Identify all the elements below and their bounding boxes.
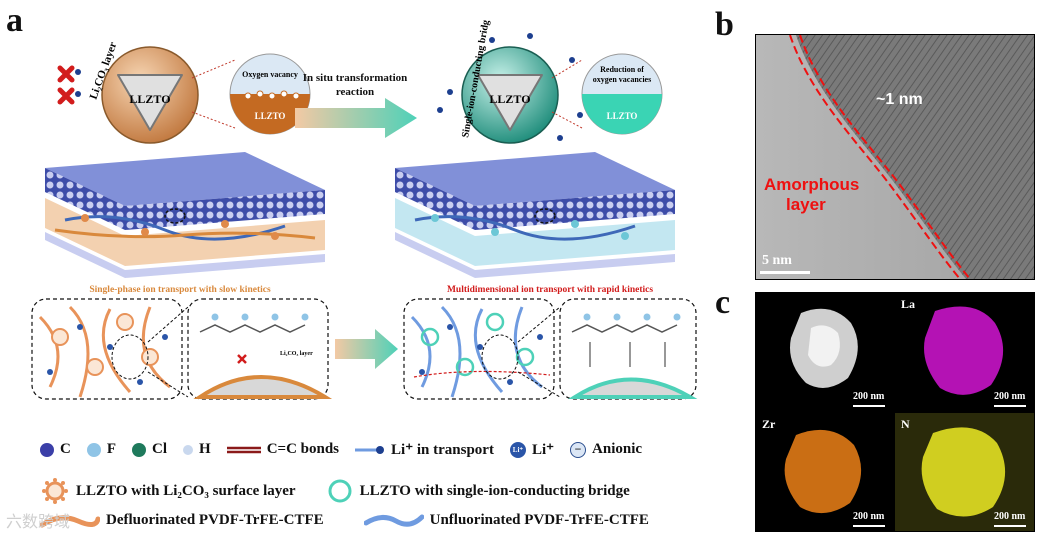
amorphous-label-line1: Amorphous bbox=[764, 175, 860, 194]
legend-fluorine: F bbox=[86, 441, 116, 458]
haadf-map: 200 nm bbox=[755, 292, 894, 412]
transport-schemes: Li₂CO₃ layer bbox=[31, 298, 698, 400]
left-particle-label: LLZTO bbox=[129, 92, 170, 106]
reduction-label-line2: oxygen vacancies bbox=[593, 75, 651, 84]
zr-scalebar-label: 200 nm bbox=[853, 511, 885, 522]
legend-row-1: C F Cl H C=C bonds Li⁺ in transport Li⁺ … bbox=[40, 440, 658, 459]
legend-row-2: LLZTO with Li₂CO₃ surface layer LLZTO wi… bbox=[40, 478, 646, 504]
legend-llzto-li2co3: LLZTO with Li₂CO₃ surface layer bbox=[40, 478, 296, 504]
legend-double-bond: C=C bonds bbox=[226, 441, 339, 458]
double-bond-icon bbox=[226, 446, 261, 453]
panel-b-letter: b bbox=[715, 6, 734, 43]
legend-chlorine: Cl bbox=[132, 441, 167, 458]
watermark: 六数跨域 bbox=[6, 512, 71, 531]
amorphous-label-line2: layer bbox=[786, 195, 826, 214]
left-transport-title: Single-phase ion transport with slow kin… bbox=[89, 285, 271, 295]
legend-anion: − Anionic bbox=[570, 441, 642, 458]
la-label: La bbox=[901, 297, 916, 311]
n-label: N bbox=[901, 417, 910, 431]
n-map: N 200 nm bbox=[894, 412, 1035, 532]
carbon-ball-icon bbox=[40, 442, 54, 457]
tem-image: ~1 nm Amorphous layer 5 nm bbox=[755, 34, 1035, 280]
inset-li2co3-label: Li₂CO₃ layer bbox=[280, 351, 313, 357]
legend-defluorinated: Defluorinated PVDF-TrFE-CTFE bbox=[40, 512, 324, 529]
haadf-scalebar bbox=[853, 405, 885, 407]
defluorinated-chain-icon bbox=[40, 514, 100, 527]
anion-icon: − bbox=[570, 441, 587, 458]
la-scalebar bbox=[994, 405, 1026, 407]
oxygen-vacancy-label: Oxygen vacancy bbox=[242, 70, 298, 79]
blocked-cross-icon bbox=[57, 65, 75, 105]
zr-scalebar bbox=[853, 525, 885, 527]
la-scalebar-label: 200 nm bbox=[994, 391, 1026, 402]
n-scalebar-label: 200 nm bbox=[994, 511, 1026, 522]
legend-carbon: C bbox=[40, 441, 71, 458]
arrow-text-line1: In situ transformation bbox=[302, 72, 408, 84]
llzto-li2co3-icon bbox=[42, 478, 68, 504]
legend-hydrogen: H bbox=[183, 441, 211, 458]
li-ion-icon: Li⁺ bbox=[509, 441, 526, 458]
tem-scalebar-label: 5 nm bbox=[762, 253, 792, 268]
legend-unfluorinated: Unfluorinated PVDF-TrFE-CTFE bbox=[363, 512, 649, 529]
arrow-text-line2: reaction bbox=[335, 86, 375, 98]
tem-scalebar bbox=[760, 271, 810, 274]
zr-label: Zr bbox=[762, 417, 776, 431]
legend-row-3: Defluorinated PVDF-TrFE-CTFE Unfluorinat… bbox=[40, 512, 665, 529]
right-particle-scheme: LLZTO Single-ion-conducting bridge Reduc… bbox=[437, 20, 663, 144]
hydrogen-ball-icon bbox=[183, 444, 194, 455]
right-inset-llzto-label: LLZTO bbox=[607, 111, 638, 121]
unfluorinated-chain-icon bbox=[363, 514, 424, 527]
thickness-label: ~1 nm bbox=[876, 91, 923, 108]
left-inset-llzto-label: LLZTO bbox=[255, 111, 286, 121]
left-particle-scheme: LLZTO Li₂CO₃ layer Oxygen vacancy LLZTO bbox=[57, 40, 311, 144]
panel-a-letter: a bbox=[6, 2, 23, 39]
fluorine-ball-icon bbox=[86, 442, 101, 457]
zr-map: Zr 200 nm bbox=[755, 412, 894, 532]
haadf-scalebar-label: 200 nm bbox=[853, 391, 885, 402]
li-transport-icon bbox=[355, 445, 385, 454]
reduction-label-line1: Reduction of bbox=[600, 65, 644, 74]
right-particle-label: LLZTO bbox=[489, 92, 530, 106]
legend-llzto-bridge: LLZTO with single-ion-conducting bridge bbox=[326, 478, 630, 504]
n-scalebar bbox=[994, 525, 1026, 527]
la-map: La 200 nm bbox=[894, 292, 1035, 412]
panel-c-letter: c bbox=[715, 284, 731, 321]
legend-li-transport: Li⁺ in transport bbox=[355, 440, 494, 459]
chlorine-ball-icon bbox=[132, 442, 147, 457]
llzto-bridge-icon bbox=[328, 479, 352, 503]
transformation-arrow-icon bbox=[295, 98, 417, 138]
right-transport-title: Multidimensional ion transport with rapi… bbox=[446, 285, 654, 295]
legend-li-ion: Li⁺ Li⁺ bbox=[509, 440, 554, 459]
membrane-illustrations bbox=[45, 152, 675, 278]
